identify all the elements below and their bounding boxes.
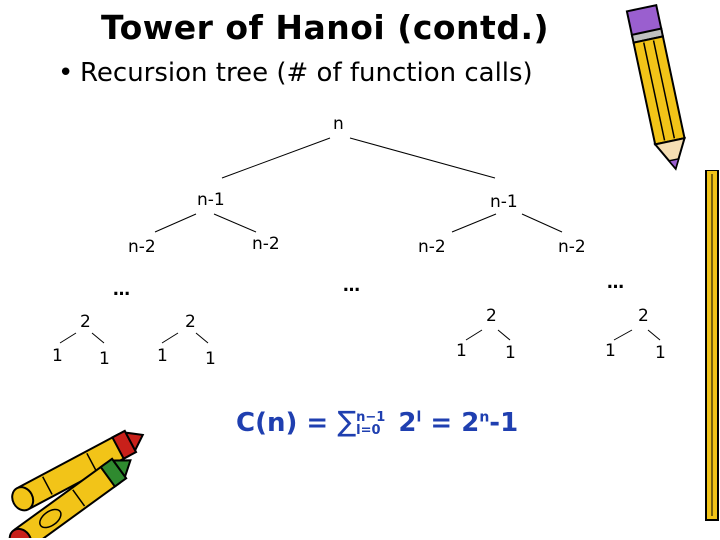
tree-root: n [333,114,344,134]
formula-equals: = [430,408,452,438]
tree-node-two: 2 [185,312,196,332]
tree-node-two: 2 [486,306,497,326]
tree-ellipsis: … [113,280,130,300]
tree-node-two: 2 [638,306,649,326]
tree-node-two: 2 [80,312,91,332]
tree-ellipsis: … [607,273,624,293]
tree-leaf: 1 [655,343,666,363]
result-exp: n [479,409,489,425]
sum-lower: l=0 [356,423,380,438]
tree-node-l2: n-2 [252,234,280,254]
tree-node-l1-left: n-1 [197,190,225,210]
tree-leaf: 1 [99,349,110,369]
sum-term-base: 2 [398,408,416,438]
pencil-icon [700,170,720,530]
tree-ellipsis: … [343,276,360,296]
sum-term-exp: l [417,409,422,425]
tree-node-l2: n-2 [418,237,446,257]
tree-leaf: 1 [52,346,63,366]
crayons-icon [0,428,160,538]
tree-leaf: 1 [456,341,467,361]
tree-leaf: 1 [605,341,616,361]
result-base: 2 [461,408,479,438]
tree-node-l1-right: n-1 [490,192,518,212]
result-tail: -1 [489,408,518,438]
tree-node-l2: n-2 [558,237,586,257]
tree-leaf: 1 [205,349,216,369]
summation-symbol: ∑ [337,405,356,438]
tree-leaf: 1 [157,346,168,366]
tree-node-l2: n-2 [128,237,156,257]
formula-lhs: C(n) = [236,408,328,438]
tree-leaf: 1 [505,343,516,363]
pencil-icon [606,0,716,180]
